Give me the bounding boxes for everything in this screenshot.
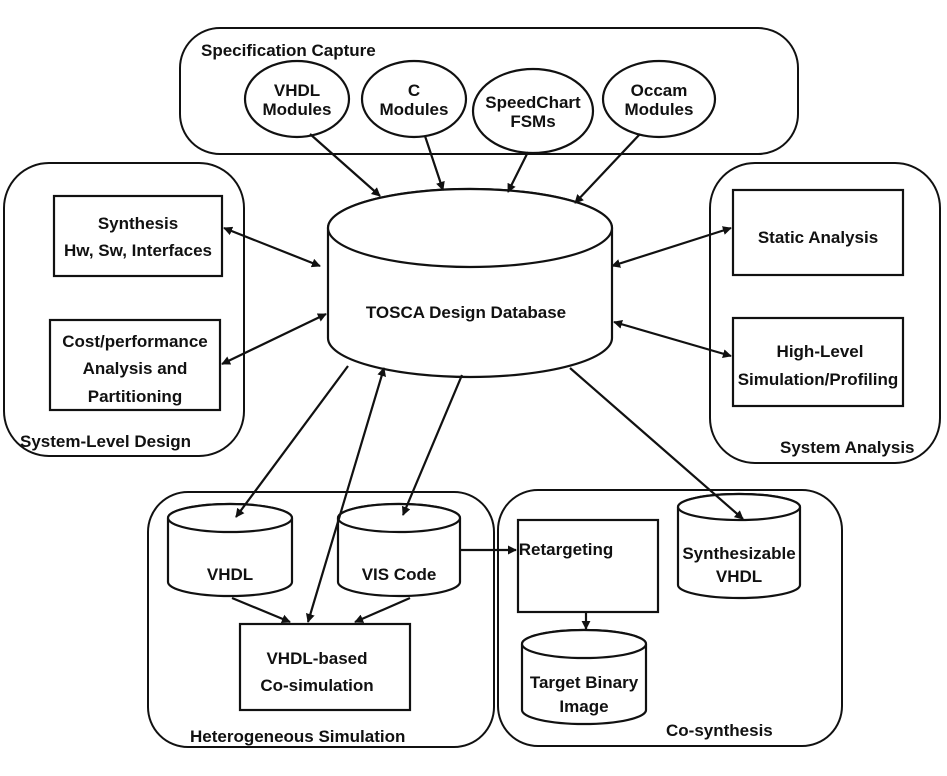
target-binary-label-1: Target Binary — [530, 673, 639, 692]
vhdl-modules-label-2: Modules — [263, 100, 332, 119]
speedchart-fsms-ellipse — [471, 67, 595, 155]
c-modules-label-1: C — [408, 81, 420, 100]
c-modules-ellipse — [360, 59, 468, 139]
synthesizable-vhdl-label-1: Synthesizable — [682, 544, 795, 563]
arrow-speedchart-to-db — [507, 151, 529, 193]
retargeting-label: Retargeting — [519, 540, 613, 559]
occam-modules-label-2: Modules — [625, 100, 694, 119]
heterogeneous-simulation-label: Heterogeneous Simulation — [190, 727, 405, 746]
vhdl-cylinder-label: VHDL — [207, 565, 253, 584]
c-modules-label-2: Modules — [380, 100, 449, 119]
spec-capture-region — [179, 27, 799, 155]
synthesis-box — [52, 194, 224, 278]
arrow-c-modules-to-db — [423, 135, 445, 191]
high-level-simulation-label-2: Simulation/Profiling — [738, 370, 899, 389]
cost-performance-box — [48, 318, 222, 412]
static-analysis-label: Static Analysis — [758, 228, 878, 247]
occam-modules-label-1: Occam — [631, 81, 688, 100]
arrow-vis-to-cosim — [354, 596, 411, 624]
vhdl-modules-ellipse — [243, 59, 351, 139]
tosca-database-cylinder — [326, 187, 614, 379]
arrow-db-to-vhdl — [235, 365, 349, 518]
retargeting-box — [516, 518, 660, 614]
arrow-db-static — [611, 226, 732, 268]
vhdl-cylinder — [166, 502, 294, 598]
co-synthesis-label: Co-synthesis — [666, 721, 773, 740]
speedchart-fsms-label-1: SpeedChart — [485, 93, 581, 112]
arrow-db-to-vis — [401, 374, 464, 516]
static-analysis-box — [731, 188, 905, 277]
arrow-occam-to-db — [574, 133, 641, 204]
system-level-design-label: System-Level Design — [20, 432, 191, 451]
speedchart-fsms-label-2: FSMs — [510, 112, 555, 131]
co-synthesis-region — [497, 489, 843, 747]
arrow-vhdl-to-cosim — [231, 596, 291, 624]
vhdl-cosimulation-label-1: VHDL-based — [266, 649, 367, 668]
high-level-simulation-box — [731, 316, 905, 408]
synthesis-label-2: Hw, Sw, Interfaces — [64, 241, 212, 260]
cost-performance-label-3: Partitioning — [88, 387, 182, 406]
target-binary-label-2: Image — [559, 697, 608, 716]
high-level-simulation-label-1: High-Level — [777, 342, 864, 361]
vhdl-cosimulation-label-2: Co-simulation — [260, 676, 373, 695]
arrow-cosim-db — [306, 367, 386, 623]
synthesizable-vhdl-cylinder — [676, 492, 802, 600]
arrow-db-synthesis — [223, 226, 321, 268]
arrow-db-to-synth-vhdl — [569, 367, 744, 520]
arrow-db-cost — [221, 313, 327, 365]
occam-modules-ellipse — [601, 59, 717, 139]
arrow-vhdl-modules-to-db — [309, 133, 381, 197]
vhdl-modules-label-1: VHDL — [274, 81, 320, 100]
target-binary-cylinder — [520, 628, 648, 726]
system-analysis-region — [709, 162, 941, 464]
synthesizable-vhdl-label-2: VHDL — [716, 567, 762, 586]
system-level-design-region — [3, 162, 245, 457]
vhdl-cosimulation-box — [238, 622, 412, 712]
cost-performance-label-1: Cost/performance — [62, 332, 207, 351]
arrow-db-highlevel — [613, 319, 732, 359]
vis-code-label: VIS Code — [362, 565, 437, 584]
system-analysis-label: System Analysis — [780, 438, 915, 457]
tosca-database-label: TOSCA Design Database — [366, 303, 566, 322]
cost-performance-label-2: Analysis and — [83, 359, 188, 378]
spec-capture-label: Specification Capture — [201, 41, 376, 60]
synthesis-label-1: Synthesis — [98, 214, 178, 233]
